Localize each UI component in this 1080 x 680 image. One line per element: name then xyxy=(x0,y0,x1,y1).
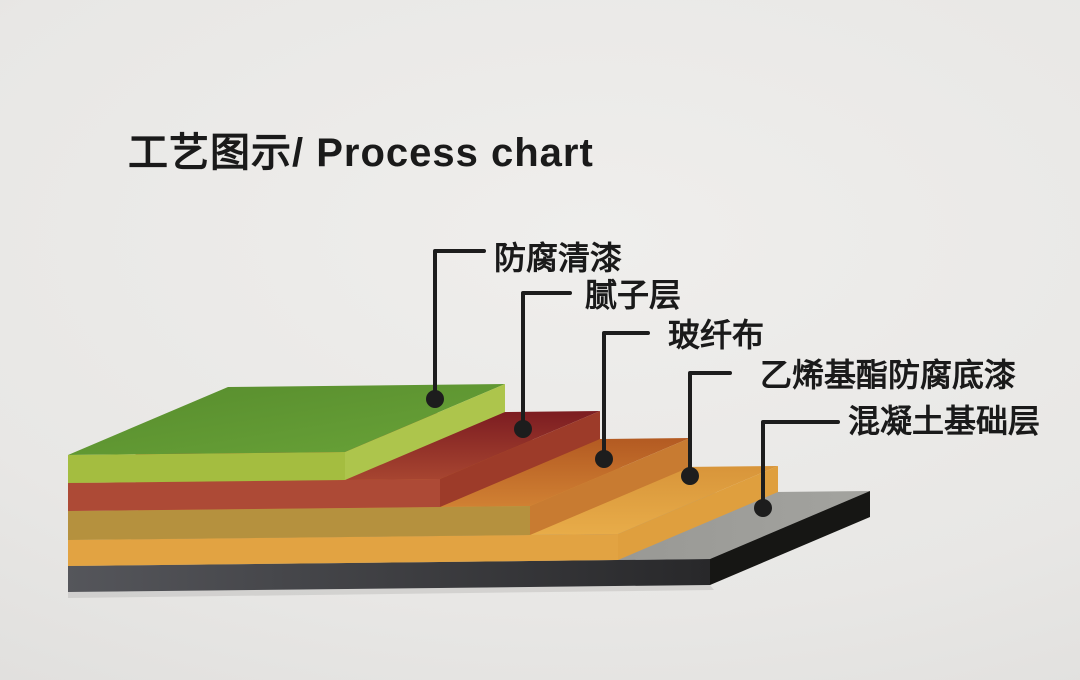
leader-dots xyxy=(426,390,772,517)
layer-varnish-cut-face xyxy=(345,384,505,480)
layer-fiberglass-cut-face xyxy=(530,438,690,535)
layer-varnish xyxy=(68,384,505,483)
label-putty: 腻子层 xyxy=(585,277,681,313)
leader-line-fiberglass xyxy=(602,331,650,453)
layer-concrete-front-face xyxy=(68,559,710,592)
label-primer: 乙烯基酯防腐底漆 xyxy=(760,357,1016,393)
leader-dot-concrete xyxy=(754,499,772,517)
layer-labels: 防腐清漆 腻子层 玻纤布 乙烯基酯防腐底漆 混凝土基础层 xyxy=(494,240,1040,439)
label-concrete: 混凝土基础层 xyxy=(848,403,1040,439)
layer-varnish-front-face xyxy=(68,452,345,483)
leader-line-varnish xyxy=(433,249,486,393)
layer-primer-cut-face xyxy=(618,466,778,560)
slab-shadow xyxy=(68,585,714,598)
leader-dot-varnish xyxy=(426,390,444,408)
layer-concrete-right-face xyxy=(710,491,870,585)
leader-lines xyxy=(433,249,840,502)
layer-varnish-top-face xyxy=(68,384,505,455)
leader-line-putty xyxy=(521,291,572,423)
leader-dot-primer xyxy=(681,467,699,485)
leader-dot-fiberglass xyxy=(595,450,613,468)
leader-dot-putty xyxy=(514,420,532,438)
page-title: 工艺图示/ Process chart xyxy=(128,131,594,175)
layer-putty-cut-face xyxy=(440,411,600,507)
leader-line-primer xyxy=(688,371,732,470)
layer-fiberglass-front-face xyxy=(68,506,530,540)
leader-line-concrete xyxy=(761,420,840,502)
layer-primer-front-face xyxy=(68,534,618,566)
label-varnish: 防腐清漆 xyxy=(494,240,622,276)
layer-putty-front-face xyxy=(68,479,440,511)
label-fiberglass: 玻纤布 xyxy=(668,317,764,353)
